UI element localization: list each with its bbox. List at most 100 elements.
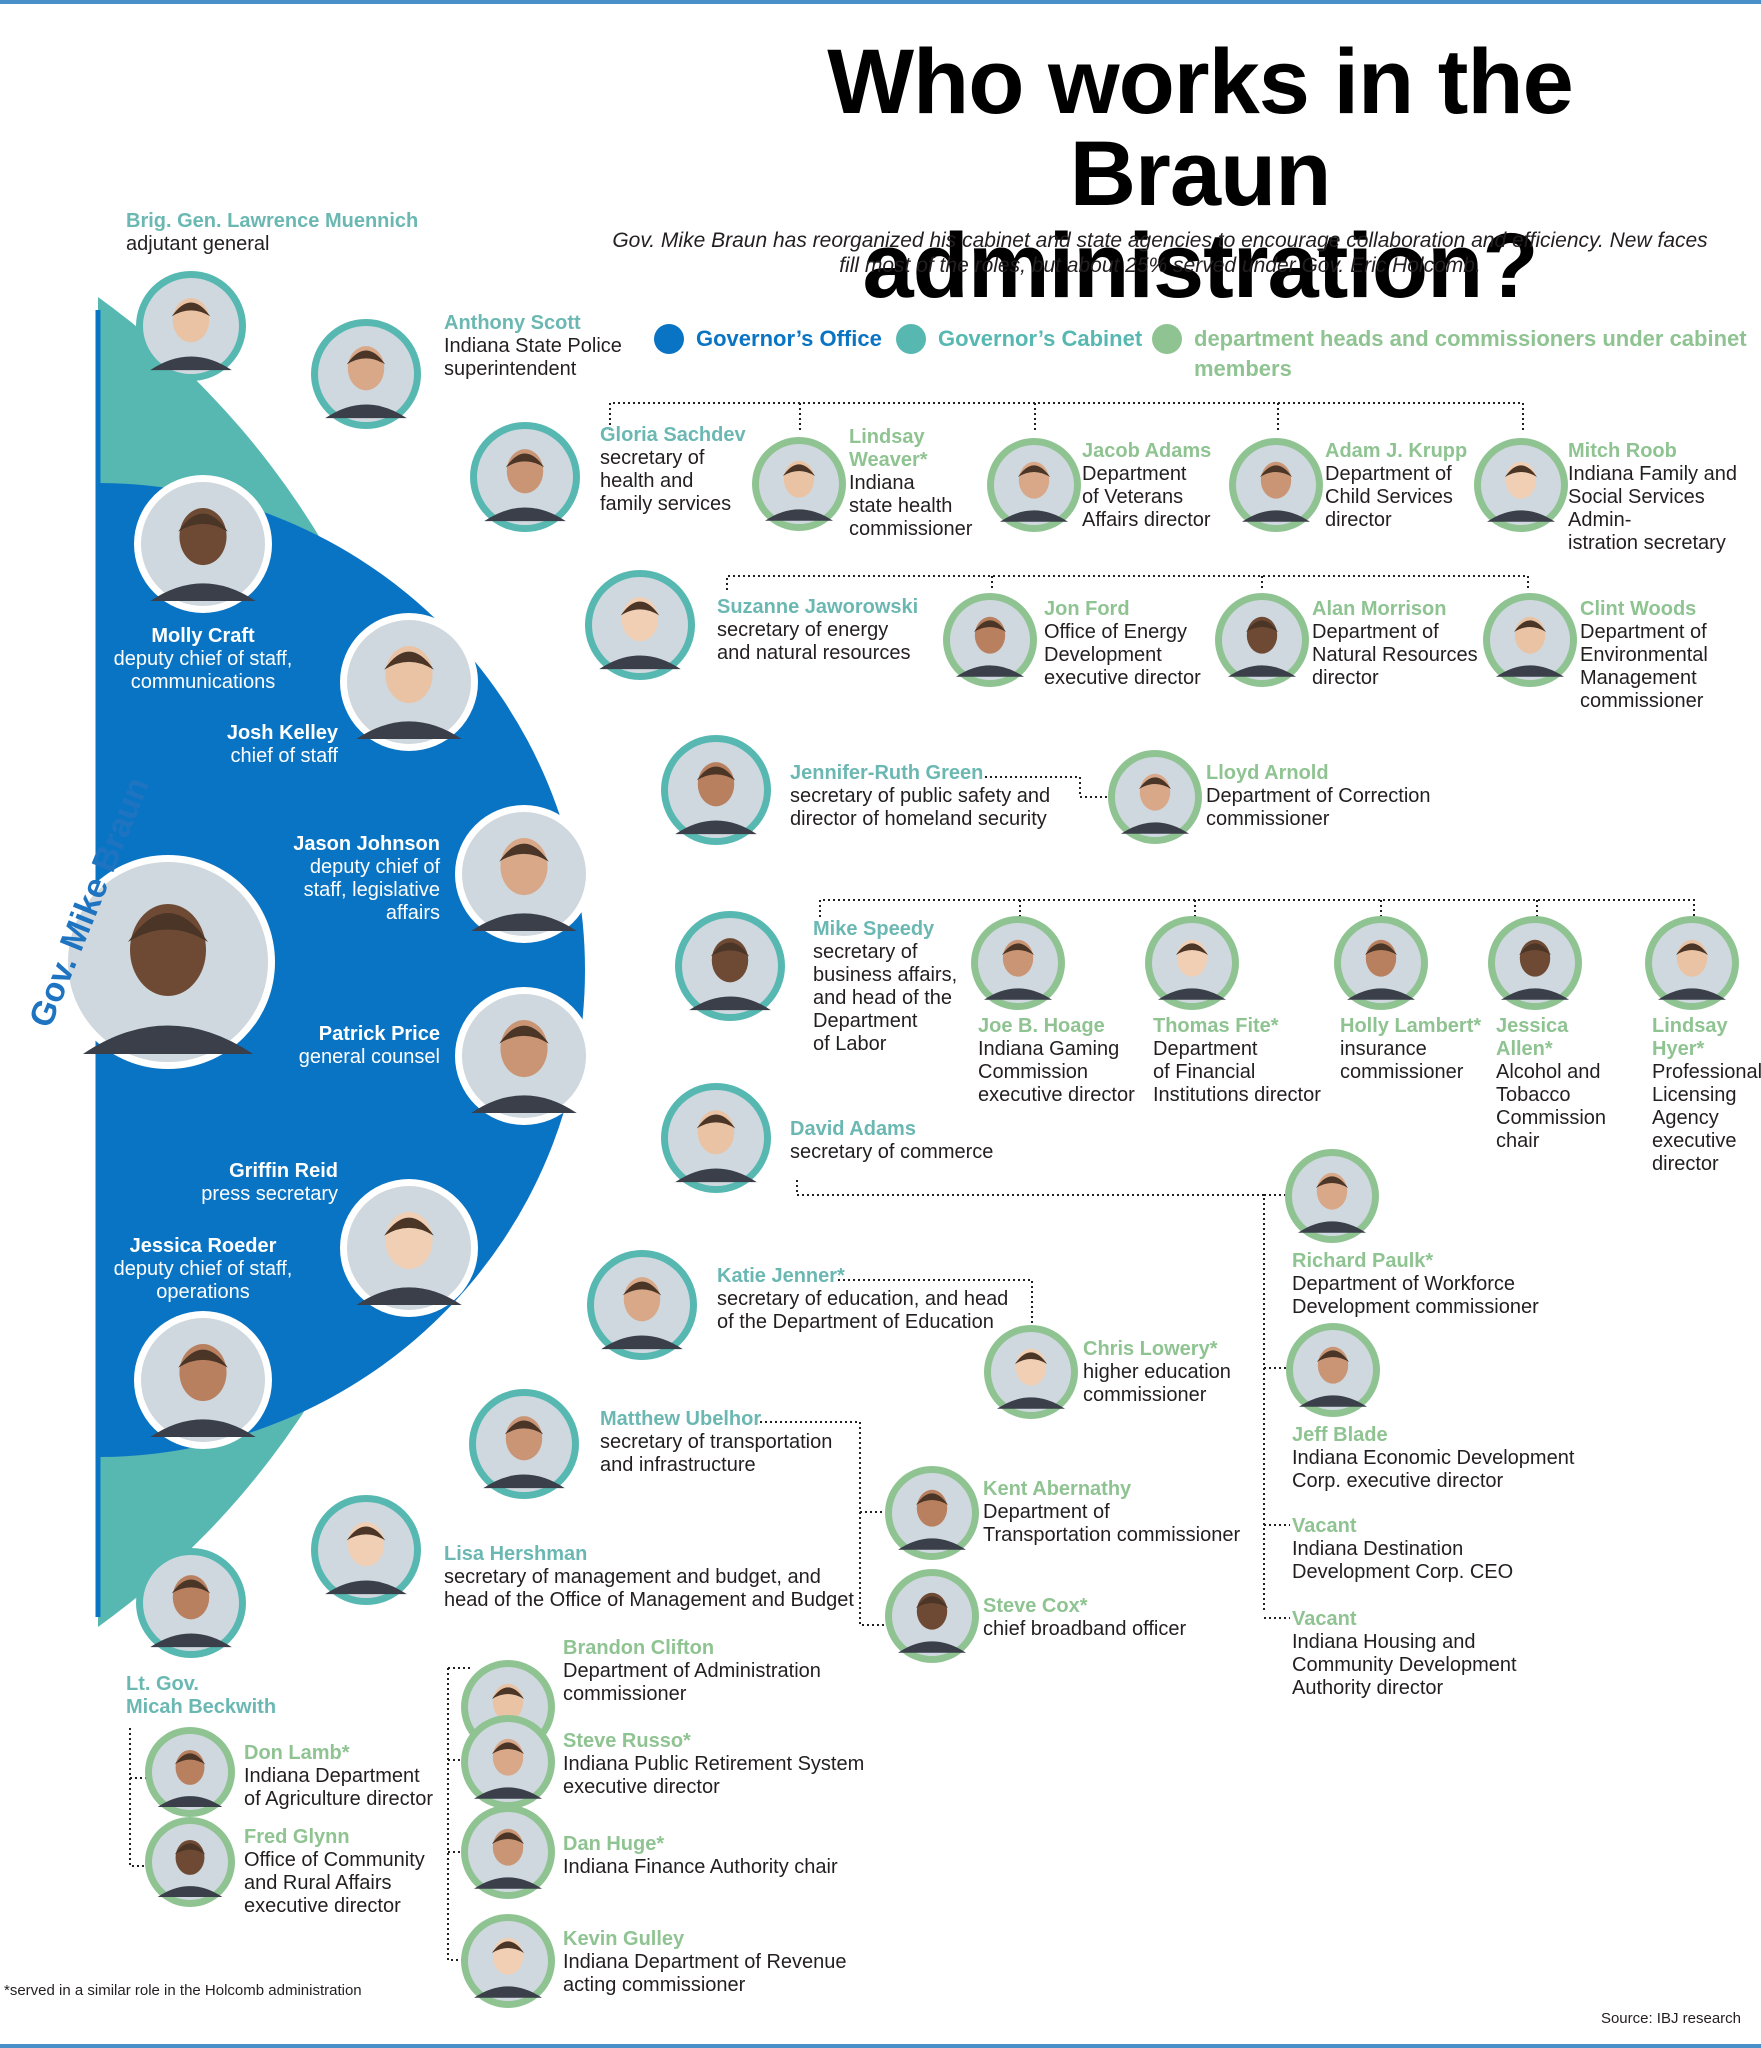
portrait-beckwith	[136, 1548, 246, 1658]
label-steve-cox: Steve Cox*chief broadband officer	[983, 1595, 1187, 1640]
label-steve-russo: Steve Russo*Indiana Public Retirement Sy…	[563, 1730, 865, 1798]
portrait-ubelhor	[469, 1389, 579, 1499]
label-thomas-fite: Thomas Fite*Department of Financial Inst…	[1153, 1015, 1321, 1106]
portrait-paulk	[1285, 1149, 1379, 1243]
connector-beckwith	[129, 1728, 150, 1867]
portrait-jessica	[134, 1311, 272, 1449]
legend-cabinet-label: Governor’s Cabinet	[938, 326, 1143, 351]
connector-speedy	[819, 899, 1695, 917]
portrait-josh	[340, 613, 478, 751]
portrait-dadams	[661, 1083, 771, 1193]
label-micah-beckwith: Lt. Gov. Micah Beckwith	[126, 1673, 277, 1718]
portrait-braun	[61, 855, 275, 1069]
portrait-huge	[461, 1805, 555, 1899]
connector-ubelhor	[760, 1421, 884, 1626]
portrait-morrison	[1215, 593, 1309, 687]
label-lindsay-weaver: Lindsay Weaver*Indiana state health comm…	[849, 426, 973, 540]
portrait-cox	[885, 1569, 979, 1663]
portrait-roob	[1474, 438, 1568, 532]
portraits	[61, 271, 1739, 2008]
connector-jaworowski	[726, 575, 1529, 590]
portrait-jaworowski	[585, 570, 695, 680]
legend-office-swatch	[654, 324, 684, 354]
connector-green	[980, 776, 1110, 798]
portrait-hershman	[311, 1495, 421, 1605]
label-jessica-allen: Jessica Allen*Alcohol and Tobacco Commis…	[1496, 1015, 1607, 1152]
label-richard-paulk: Richard Paulk*Department of Workforce De…	[1292, 1250, 1539, 1318]
footnote: *served in a similar role in the Holcomb…	[4, 1982, 362, 1999]
portrait-gulley	[461, 1914, 555, 2008]
legend-office-label: Governor’s Office	[696, 326, 882, 351]
portrait-jenner	[587, 1250, 697, 1360]
portrait-muennich	[136, 271, 246, 381]
legend-dept-swatch	[1152, 324, 1182, 354]
portrait-hyer	[1645, 916, 1739, 1010]
portrait-jadams	[987, 438, 1081, 532]
portrait-speedy	[675, 911, 785, 1021]
portrait-fite	[1145, 916, 1239, 1010]
portrait-sachdev	[470, 422, 580, 532]
label-don-lamb: Don Lamb*Indiana Department of Agricultu…	[244, 1742, 433, 1810]
top-rule	[0, 0, 1761, 4]
portrait-griffin	[340, 1179, 478, 1317]
portrait-weaver	[752, 437, 846, 531]
portrait-green	[661, 735, 771, 845]
page-subtitle: Gov. Mike Braun has reorganized his cabi…	[612, 229, 1708, 277]
portrait-arnold	[1108, 750, 1202, 844]
portrait-lamb	[145, 1727, 235, 1817]
source-credit: Source: IBJ research	[1600, 2010, 1741, 2027]
portrait-russo	[461, 1715, 555, 1809]
legend-dept-label: department heads and commissioners under…	[1194, 326, 1747, 381]
portrait-krupp	[1229, 438, 1323, 532]
label-katie-jenner: Katie Jenner*secretary of education, and…	[717, 1265, 1009, 1333]
portrait-glynn	[145, 1817, 235, 1907]
connector-hershman	[447, 1667, 470, 1961]
label-holly-lambert: Holly Lambert*insurance commissioner	[1340, 1015, 1482, 1083]
label-dan-huge: Dan Huge*Indiana Finance Authority chair	[563, 1833, 838, 1878]
portrait-blade	[1286, 1323, 1380, 1417]
portrait-lambert	[1334, 916, 1428, 1010]
bottom-rule	[0, 2044, 1761, 2048]
portrait-lowery	[984, 1325, 1078, 1419]
legend-cabinet-swatch	[896, 324, 926, 354]
portrait-molly	[134, 475, 272, 613]
portrait-allen	[1488, 916, 1582, 1010]
page-title: Who works in the Braun administration?	[827, 31, 1574, 317]
portrait-hoage	[971, 916, 1065, 1010]
portrait-woods	[1483, 593, 1577, 687]
portrait-jason	[455, 805, 593, 943]
portrait-patrick	[455, 987, 593, 1125]
portrait-scott	[311, 319, 421, 429]
portrait-ford	[943, 593, 1037, 687]
portrait-abernathy	[885, 1466, 979, 1560]
label-lindsay-hyer: Lindsay Hyer*Professional Licensing Agen…	[1652, 1015, 1761, 1175]
